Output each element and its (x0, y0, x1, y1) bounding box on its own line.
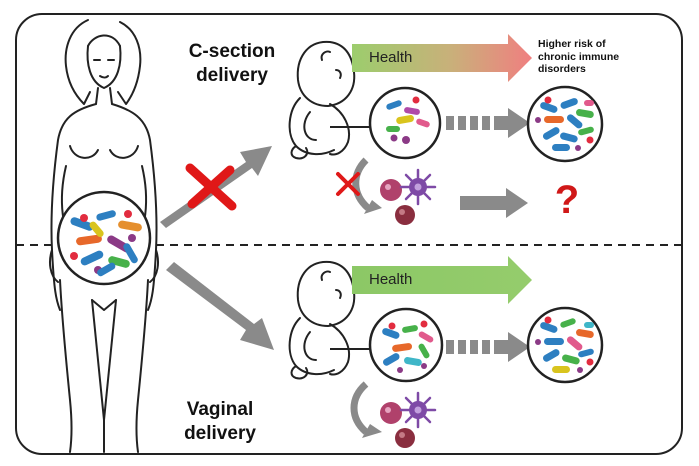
immune-development-arrow (350, 381, 382, 438)
health-label-top: Health (369, 49, 413, 66)
blocked-immune-arrow (336, 157, 382, 214)
dashed-arrow-bottom (446, 332, 530, 362)
dashed-arrow-top (446, 108, 530, 138)
blocked-transfer-cross (185, 163, 237, 211)
risk-label: Higher risk of chronic immune disorders (538, 38, 648, 76)
adult-microbiome-csection (526, 85, 604, 163)
vaginal-label-line1: Vaginal (186, 399, 254, 420)
baby-vaginal (288, 260, 356, 380)
health-arrow-top (352, 34, 532, 82)
question-mark: ? (554, 178, 580, 222)
csection-label-line2: delivery (196, 65, 268, 86)
baby-csection (288, 40, 356, 160)
mother-figure (49, 19, 159, 453)
arrow-to-vaginal (166, 262, 274, 350)
health-label-bottom: Health (369, 271, 413, 288)
vaginal-label-line2: delivery (184, 423, 256, 444)
vaginal-label: Vaginal delivery (176, 398, 264, 446)
mother-microbiome (56, 190, 152, 286)
csection-label: C-section delivery (184, 40, 280, 88)
risk-label-line2: chronic immune (538, 50, 620, 63)
immune-cells-csection (380, 168, 437, 225)
arrow-to-unknown (460, 188, 528, 218)
immune-cells-vaginal (380, 391, 437, 448)
baby-microbiome-vaginal (330, 307, 444, 383)
health-arrow-bottom (352, 256, 532, 304)
adult-microbiome-vaginal (526, 306, 604, 384)
outer-frame (15, 13, 683, 455)
risk-label-line1: Higher risk of (538, 38, 606, 50)
baby-microbiome-csection (330, 86, 442, 160)
csection-label-line1: C-section (188, 41, 276, 62)
risk-label-line3: disorders (538, 63, 586, 75)
